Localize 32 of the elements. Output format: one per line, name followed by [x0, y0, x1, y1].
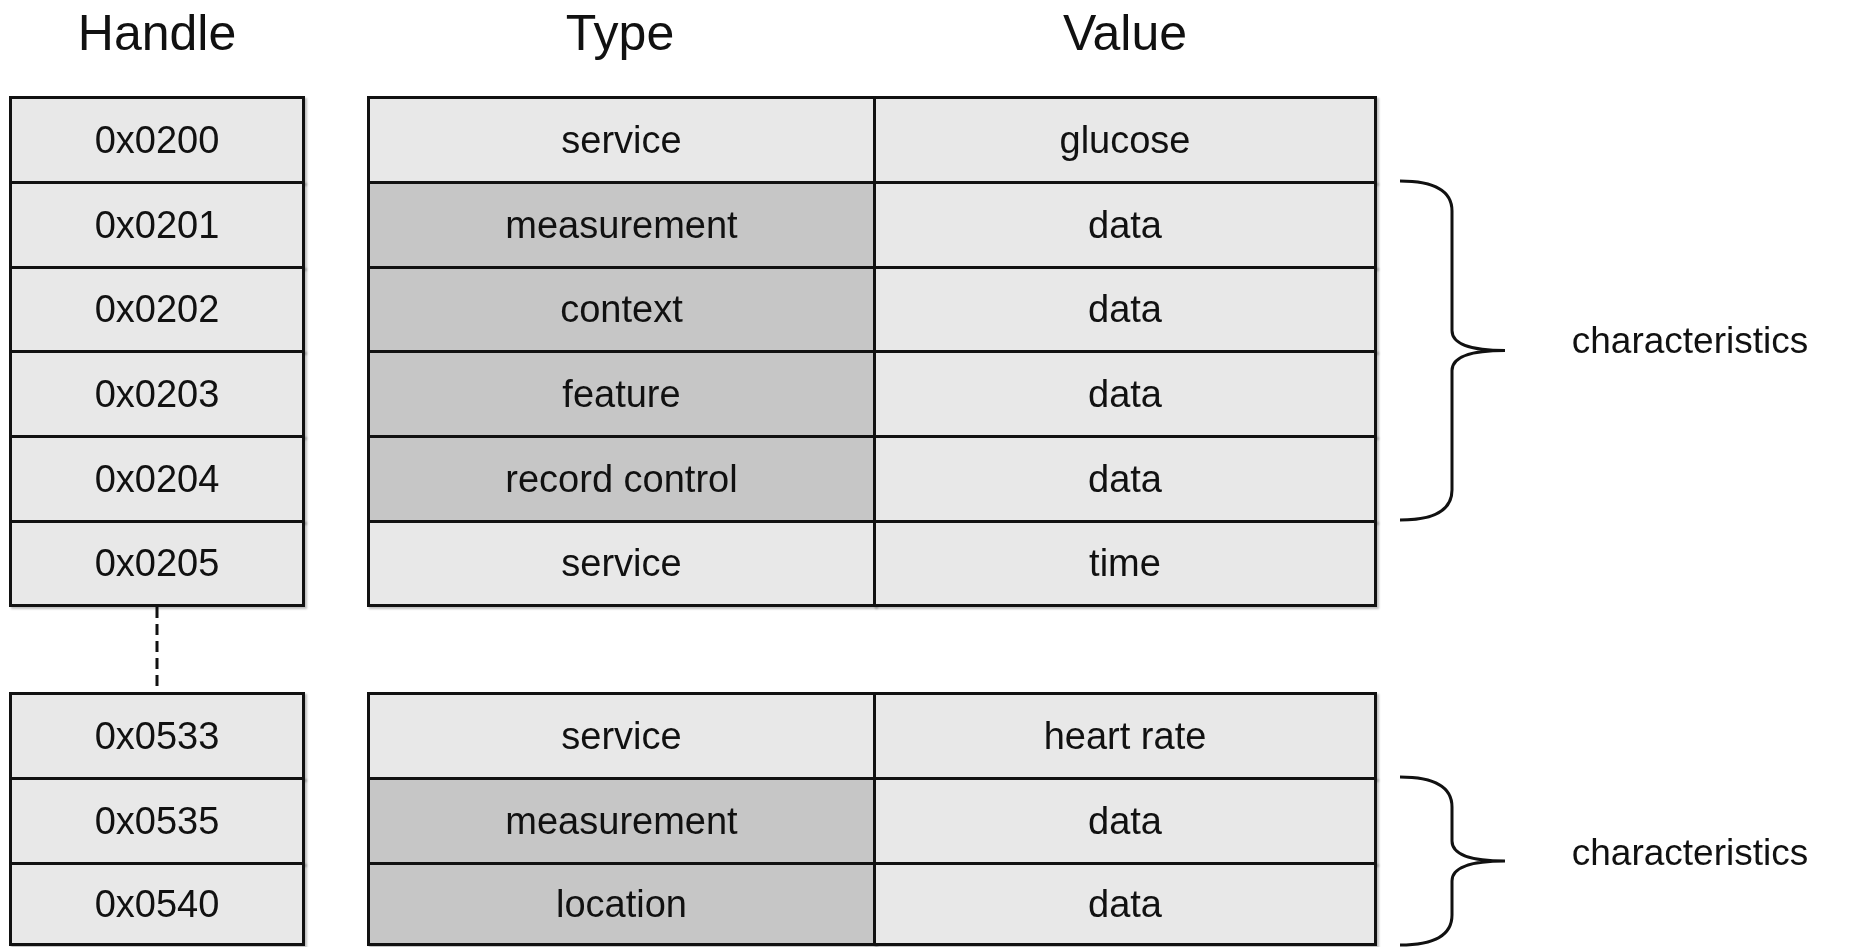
column-header: Handle [77, 4, 237, 62]
type-cell: location [367, 862, 876, 946]
value-cell: data [873, 777, 1377, 865]
value-cell: data [873, 862, 1377, 946]
type-cell: service [367, 520, 876, 607]
value-cell: data [873, 435, 1377, 523]
handle-cell: 0x0203 [9, 350, 305, 438]
handle-cell: 0x0535 [9, 777, 305, 865]
handle-cell: 0x0200 [9, 96, 305, 184]
type-cell: service [367, 692, 876, 780]
type-cell: context [367, 266, 876, 353]
type-cell: record control [367, 435, 876, 523]
handle-cell: 0x0204 [9, 435, 305, 523]
value-cell: data [873, 266, 1377, 353]
brace-label: characteristics [1571, 320, 1809, 362]
column-header: Value [1062, 4, 1188, 62]
handle-cell: 0x0540 [9, 862, 305, 946]
handle-cell: 0x0202 [9, 266, 305, 353]
handle-cell: 0x0533 [9, 692, 305, 780]
handle-cell: 0x0201 [9, 181, 305, 269]
value-cell: data [873, 181, 1377, 269]
handle-cell: 0x0205 [9, 520, 305, 607]
value-cell: glucose [873, 96, 1377, 184]
type-cell: measurement [367, 181, 876, 269]
value-cell: heart rate [873, 692, 1377, 780]
value-cell: data [873, 350, 1377, 438]
type-cell: service [367, 96, 876, 184]
value-cell: time [873, 520, 1377, 607]
type-cell: feature [367, 350, 876, 438]
type-cell: measurement [367, 777, 876, 865]
column-header: Type [565, 4, 675, 62]
brace-label: characteristics [1571, 832, 1809, 874]
